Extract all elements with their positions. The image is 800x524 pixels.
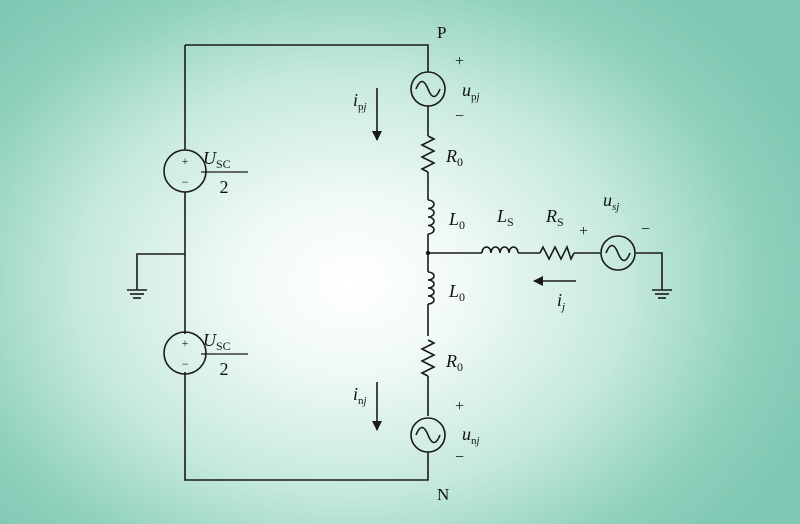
inductor-lower-icon <box>427 271 435 305</box>
upj-minus: − <box>455 108 464 125</box>
resistor-upper-icon <box>420 135 436 173</box>
inductor-upper-icon <box>427 199 435 235</box>
inductor-ac-icon <box>481 246 519 254</box>
dc-upper-minus: − <box>182 175 189 189</box>
usj-label: usj <box>603 190 619 213</box>
svg-text:USC: USC <box>203 330 231 353</box>
junction-node <box>425 250 431 256</box>
dc-lower-label: USC 2 <box>201 330 248 379</box>
wire-ac-side <box>428 252 663 290</box>
ac-source-grid-icon <box>600 235 636 271</box>
upj-plus: + <box>455 53 464 70</box>
dc-lower-plus: + <box>182 336 189 350</box>
inj-label: inj <box>353 384 367 407</box>
wire-top <box>185 44 429 72</box>
dc-lower-minus: − <box>182 357 189 371</box>
ac-source-lower-icon <box>410 417 446 453</box>
dc-upper-plus: + <box>182 154 189 168</box>
ij-label: ij <box>557 290 565 313</box>
node-label-n: N <box>437 485 449 504</box>
rs-label: RS <box>545 206 564 229</box>
upj-label: upj <box>462 80 480 103</box>
ground-right-icon <box>652 289 672 299</box>
l0-lower-label: L0 <box>448 281 465 304</box>
ls-label: LS <box>496 206 514 229</box>
node-label-p: P <box>437 23 446 42</box>
dc-source-upper-icon: + − <box>163 149 207 193</box>
unj-minus: − <box>455 449 464 466</box>
wire-dc-ground <box>136 253 185 290</box>
r0-upper-label: R0 <box>445 146 463 169</box>
ipj-label: ipj <box>353 90 367 113</box>
resistor-ac-icon <box>539 244 575 262</box>
ground-left-icon <box>127 289 147 299</box>
dc-upper-label: USC 2 <box>201 148 248 197</box>
usj-plus: + <box>579 223 588 240</box>
r0-lower-label: R0 <box>445 351 463 374</box>
usj-minus: − <box>641 221 650 238</box>
wire-left-lower <box>184 372 429 481</box>
dc-source-lower-icon: + − <box>163 331 207 375</box>
dc-lower-denominator: 2 <box>220 359 229 379</box>
unj-label: unj <box>462 424 480 447</box>
l0-upper-label: L0 <box>448 209 465 232</box>
ac-source-upper-icon <box>410 71 446 107</box>
resistor-lower-icon <box>420 339 436 377</box>
dc-upper-denominator: 2 <box>220 177 229 197</box>
unj-plus: + <box>455 398 464 415</box>
svg-text:USC: USC <box>203 148 231 171</box>
